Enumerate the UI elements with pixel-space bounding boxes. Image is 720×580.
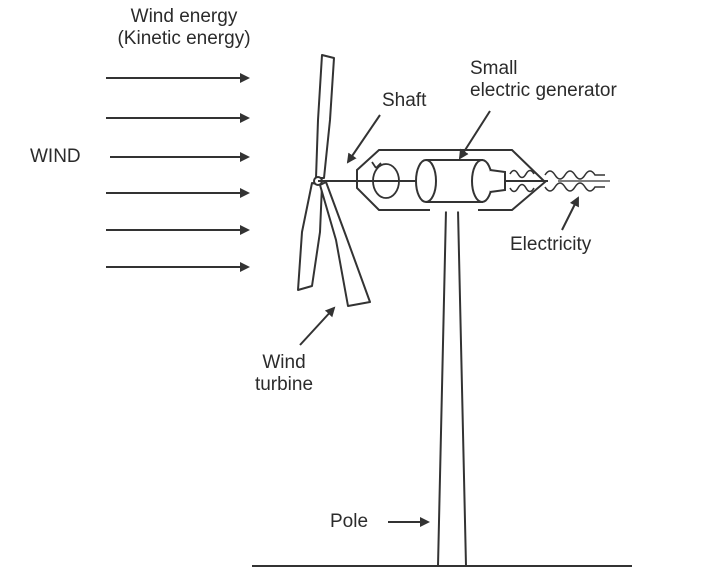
generator-line1: Small [470,58,518,79]
generator-pointer [458,110,491,160]
blade-top [315,54,335,179]
electricity-pointer [561,196,579,231]
rotation-symbol [371,161,400,199]
generator [415,159,506,203]
blade-lower-right [319,181,371,307]
shaft-label: Shaft [382,90,427,111]
wind-energy-line1: Wind energy [130,6,238,27]
wind-energy-line2: (Kinetic energy) [117,28,251,49]
blade-lower-left [297,182,323,291]
coils-inner [509,169,535,193]
wind-label: WIND [30,146,81,167]
turbine-pointer [299,306,336,346]
wind-arrows [106,73,250,272]
pointer-arrows [299,110,579,527]
electricity-wires [544,170,610,192]
wind-energy-label: Wind energy (Kinetic energy) [96,6,272,50]
turbine-line1: Wind [262,352,306,373]
shaft-pointer [346,114,381,164]
generator-label: Small electric generator [470,58,617,102]
pole-label: Pole [330,511,369,532]
pole [436,209,468,567]
turbine-label: Wind turbine [236,352,332,396]
electricity-label: Electricity [510,234,592,255]
generator-line2: electric generator [470,80,617,101]
turbine-line2: turbine [254,374,314,395]
